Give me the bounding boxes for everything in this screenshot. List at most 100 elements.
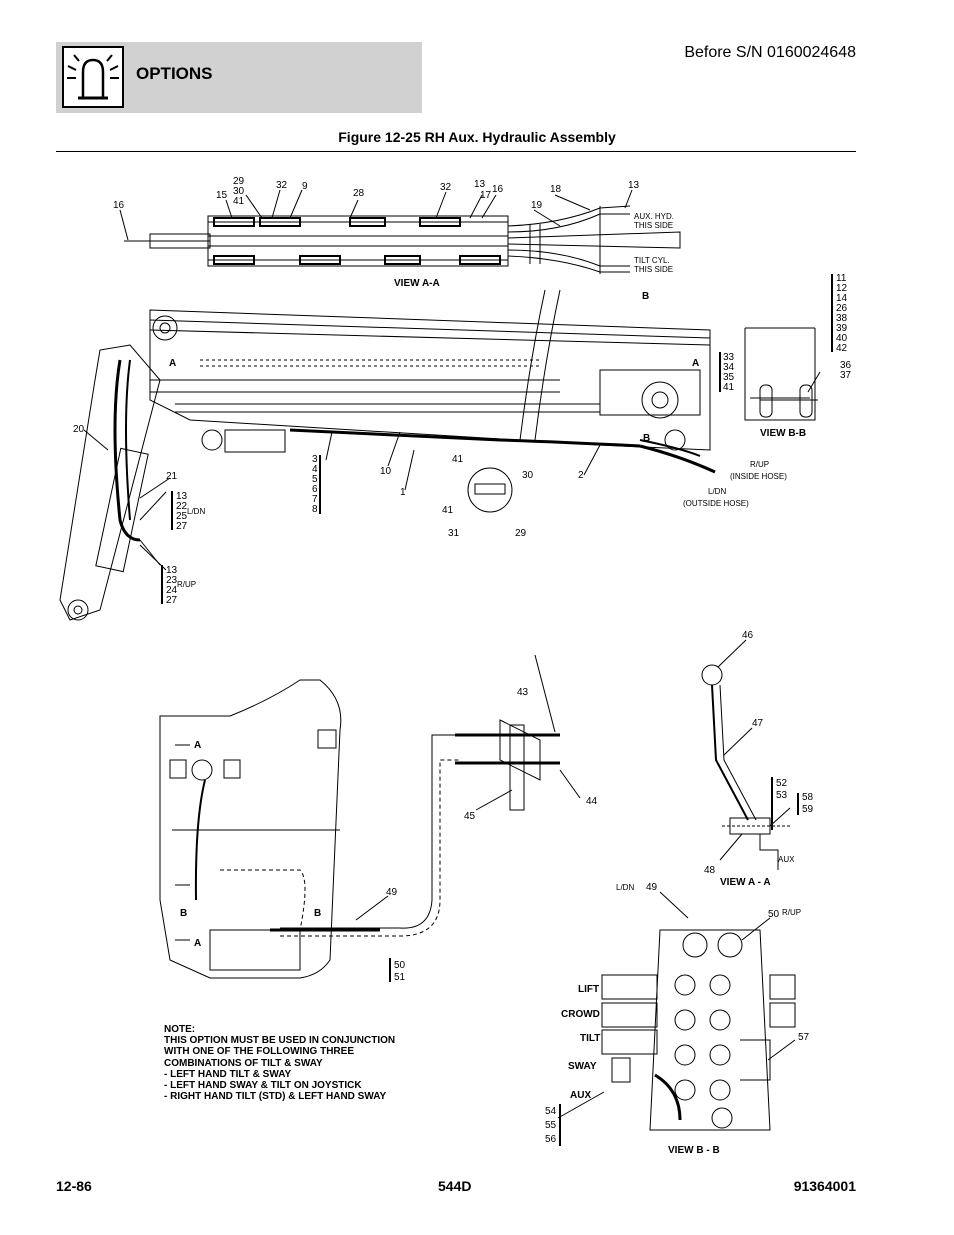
section-b-top: B: [642, 291, 649, 302]
document-number: 91364001: [793, 1178, 856, 1194]
callout-44: 44: [586, 796, 598, 807]
note-line: - LEFT HAND SWAY & TILT ON JOYSTICK: [164, 1080, 362, 1092]
note-line: COMBINATIONS OF TILT & SWAY: [164, 1057, 323, 1069]
callout-27: 27: [176, 521, 188, 532]
note-line: NOTE:: [164, 1024, 196, 1035]
callout-13b: 13: [628, 180, 640, 191]
callout-50: 50: [394, 960, 406, 971]
callout-47: 47: [752, 718, 764, 729]
view-a-a-label: VIEW A - A: [720, 877, 771, 888]
callout-26: 26: [836, 303, 848, 314]
callout-18: 18: [550, 184, 562, 195]
callout-37: 37: [840, 370, 852, 381]
callout-30b: 30: [522, 470, 534, 481]
callout-7: 7: [312, 494, 318, 505]
crowd-label: CROWD: [561, 1009, 600, 1020]
view-bb-drawing: [744, 327, 821, 421]
callout-27b: 27: [166, 595, 178, 606]
callout-52: 52: [776, 778, 788, 789]
section-a-left: A: [169, 358, 176, 369]
model-number: 544D: [438, 1178, 472, 1194]
note-block: NOTE: THIS OPTION MUST BE USED IN CONJUN…: [164, 1024, 395, 1102]
cab-section-a-top: A: [194, 740, 201, 751]
callout-41: 41: [233, 196, 245, 207]
callout-11: 11: [836, 273, 847, 284]
callout-15: 15: [216, 190, 228, 201]
callout-19: 19: [531, 200, 543, 211]
callout-31: 31: [448, 528, 460, 539]
callout-10: 10: [380, 466, 392, 477]
callout-58: 58: [802, 792, 814, 803]
header-rule: [56, 151, 856, 152]
callout-16: 16: [113, 200, 125, 211]
callout-28: 28: [353, 188, 365, 199]
callout-35: 35: [723, 372, 735, 383]
callout-13d: 13: [166, 565, 178, 576]
callout-41b: 41: [723, 382, 735, 393]
callout-29b: 29: [515, 528, 527, 539]
sway-label: SWAY: [568, 1061, 597, 1072]
callout-50b: 50: [768, 909, 780, 920]
note-line: THIS OPTION MUST BE USED IN CONJUNCTION: [164, 1035, 396, 1047]
callout-41c: 41: [452, 454, 464, 465]
callout-13: 13: [474, 179, 486, 190]
callout-2: 2: [578, 470, 584, 481]
ldn-outside-label: L/DN: [708, 487, 726, 496]
callout-41d: 41: [442, 505, 454, 516]
callout-9: 9: [302, 181, 308, 192]
callout-23: 23: [166, 575, 178, 586]
tilt-cyl-side: THIS SIDE: [634, 265, 673, 274]
callout-22: 22: [176, 501, 188, 512]
callout-56: 56: [545, 1134, 557, 1145]
callout-46: 46: [742, 630, 754, 641]
aux-label: AUX: [570, 1090, 591, 1101]
beacon-light-icon: [62, 46, 124, 108]
callout-42: 42: [836, 343, 848, 354]
callout-20: 20: [73, 424, 85, 435]
callout-45: 45: [464, 811, 476, 822]
view-bb-label: VIEW B-B: [760, 428, 806, 439]
tilt-cyl-label: TILT CYL.: [634, 256, 670, 265]
callout-32: 32: [276, 180, 288, 191]
callout-59: 59: [802, 804, 814, 815]
section-b-bottom: B: [643, 433, 650, 444]
callout-49b: 49: [646, 882, 658, 893]
callout-4: 4: [312, 464, 318, 475]
aux-small-label: AUX: [778, 855, 795, 864]
note-line: WITH ONE OF THE FOLLOWING THREE: [164, 1046, 354, 1058]
callout-17: 17: [480, 190, 492, 201]
note-line: - RIGHT HAND TILT (STD) & LEFT HAND SWAY: [164, 1091, 387, 1103]
callout-57: 57: [798, 1032, 810, 1043]
section-a-right: A: [692, 358, 699, 369]
cab-section-a-bottom: A: [194, 938, 201, 949]
serial-number: Before S/N 0160024648: [684, 44, 856, 61]
callout-1: 1: [400, 487, 406, 498]
aux-hyd-side: THIS SIDE: [634, 221, 673, 230]
aux-hyd-label: AUX. HYD.: [634, 212, 674, 221]
leader-lines: [83, 189, 818, 1119]
view-aa-label: VIEW A-A: [394, 278, 440, 289]
ldn-valve-label: L/DN: [616, 883, 634, 892]
callout-24: 24: [166, 585, 178, 596]
rup-label-boom: R/UP: [177, 580, 196, 589]
callout-39: 39: [836, 323, 848, 334]
joystick-view-drawing: [701, 664, 790, 870]
callout-53: 53: [776, 790, 788, 801]
callout-16b: 16: [492, 184, 504, 195]
view-aa-drawing: [124, 205, 681, 274]
page-number: 12-86: [56, 1178, 92, 1194]
callout-21: 21: [166, 471, 178, 482]
callout-55: 55: [545, 1120, 557, 1131]
callout-51: 51: [394, 972, 406, 983]
callout-8: 8: [312, 504, 318, 515]
cab-section-b-left: B: [180, 908, 187, 919]
callout-29: 29: [233, 176, 245, 187]
callout-6: 6: [312, 484, 318, 495]
bracket-assembly-drawing: [455, 719, 560, 811]
ldn-label-boom: L/DN: [187, 507, 205, 516]
rup-valve-label: R/UP: [782, 908, 801, 917]
callout-49: 49: [386, 887, 398, 898]
callout-43: 43: [517, 687, 529, 698]
callout-48: 48: [704, 865, 716, 876]
